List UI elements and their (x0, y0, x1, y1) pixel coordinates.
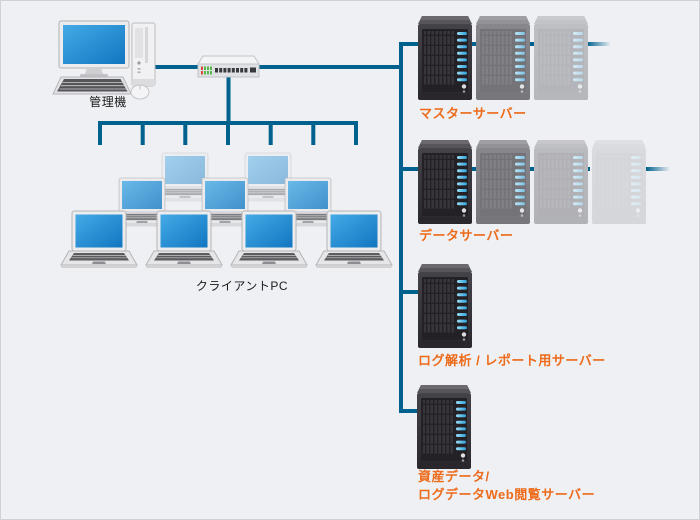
desktop-monitor-icon (58, 20, 130, 78)
laptop-icon (315, 210, 393, 269)
master-server-label: マスターサーバー (419, 106, 527, 121)
server-icon (418, 264, 472, 348)
admin-pc-label: 管理機 (89, 95, 127, 109)
asset-web-server-group (417, 385, 471, 469)
admin-computer (52, 20, 156, 100)
log-report-server-group (418, 264, 472, 348)
asset-web-server-label-line1: 資産データ/ (418, 469, 490, 484)
tower-pc-icon (131, 22, 156, 87)
laptop-icon (60, 210, 138, 269)
connection-line (399, 44, 421, 413)
network-switch-icon (197, 55, 260, 78)
server-icon (418, 16, 472, 100)
data-server-group (418, 140, 646, 224)
client-pc-cluster (60, 152, 393, 269)
master-server-group (418, 16, 588, 100)
server-icon (417, 385, 471, 469)
server-icon (592, 140, 646, 224)
laptop-icon (230, 210, 308, 269)
mouse-icon (130, 84, 150, 100)
server-icon (534, 16, 588, 100)
server-icon (476, 16, 530, 100)
laptop-icon (145, 210, 223, 269)
connection-line-fade (646, 167, 670, 171)
server-icon (476, 140, 530, 224)
asset-web-server-label-line2: ログデータWeb閲覧サーバー (418, 487, 596, 502)
data-server-label: データサーバー (419, 228, 514, 243)
client-pc-label: クライアントPC (195, 279, 289, 293)
server-icon (418, 140, 472, 224)
keyboard-icon (52, 76, 132, 95)
asset-web-server-label: 資産データ/ ログデータWeb閲覧サーバー (418, 468, 595, 504)
connection-line-fade (587, 42, 611, 46)
server-icon (534, 140, 588, 224)
connection-line (98, 121, 358, 145)
network-connection-lines (98, 42, 590, 413)
log-report-server-label: ログ解析 / レポート用サーバー (418, 353, 606, 368)
